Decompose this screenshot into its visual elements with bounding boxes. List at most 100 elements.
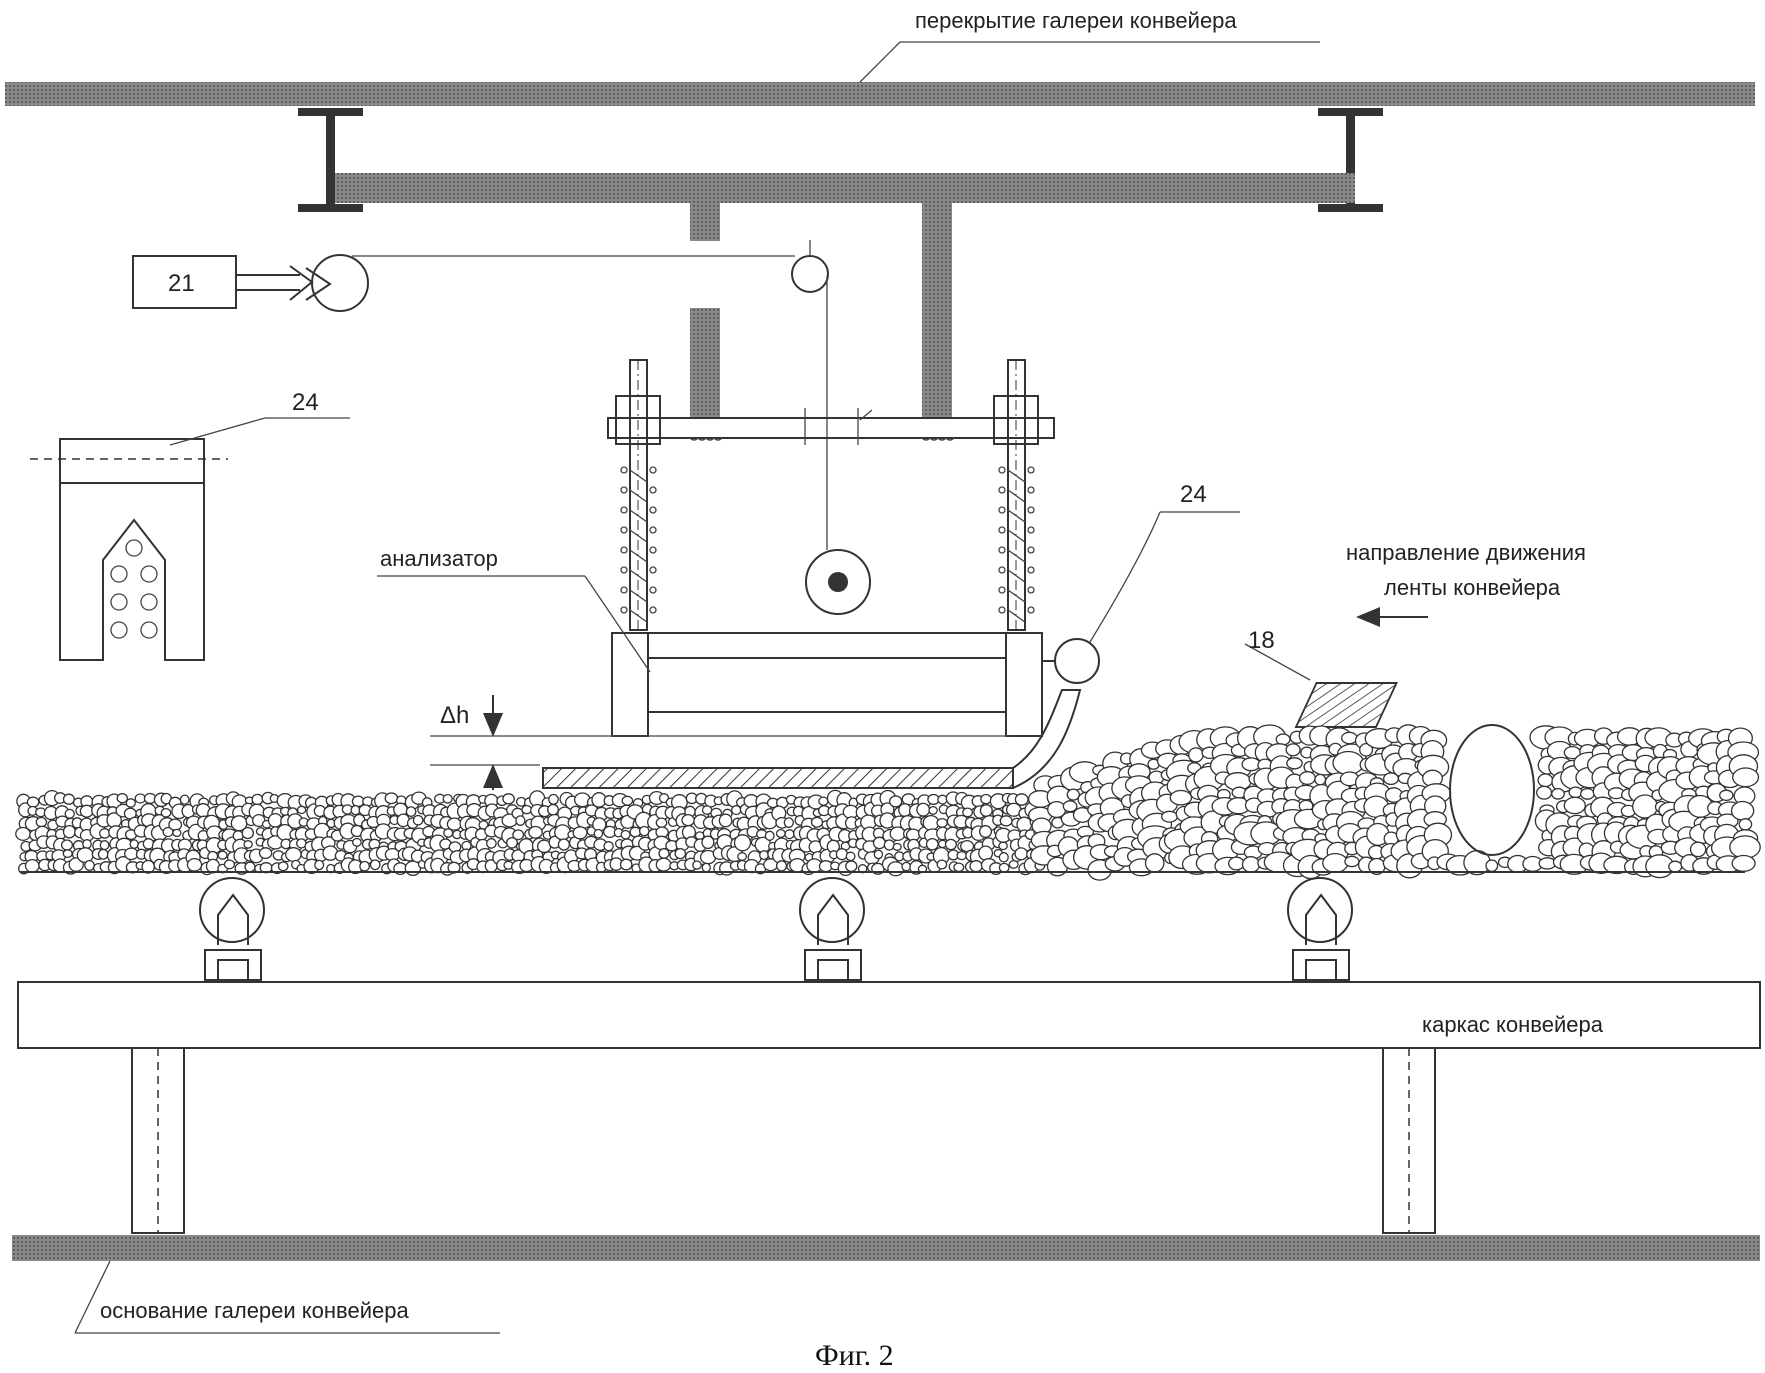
leg-left — [132, 1048, 184, 1233]
frame-label: каркас конвейера — [1422, 1012, 1604, 1037]
material-particle — [1732, 802, 1754, 821]
material-particle — [130, 840, 138, 848]
material-particle — [979, 846, 993, 860]
material-particle — [503, 794, 514, 804]
material-particle — [63, 850, 72, 858]
material-particle — [242, 828, 253, 839]
material-particle — [443, 795, 452, 803]
material-particle — [785, 830, 794, 839]
ceiling-leader — [860, 42, 900, 82]
material-particle — [1720, 790, 1733, 800]
material-particle — [1733, 768, 1759, 787]
material-particle — [1287, 758, 1302, 769]
material-particle — [812, 817, 823, 827]
material-particle — [100, 829, 110, 838]
material-particle — [406, 807, 415, 816]
material-particle — [385, 793, 397, 804]
material-particle — [555, 825, 571, 840]
material-particle — [963, 808, 973, 817]
large-lump — [1450, 725, 1534, 855]
material-particle — [622, 796, 632, 805]
idler-right — [1288, 878, 1352, 980]
material-particle — [735, 835, 751, 851]
material-particle — [1146, 854, 1164, 872]
material-particle — [937, 819, 947, 828]
material-particle — [573, 827, 587, 839]
guide-pulley — [792, 256, 828, 292]
material-particle — [675, 849, 685, 859]
material-particle — [1739, 819, 1751, 830]
material-particle — [1067, 789, 1079, 800]
item-18 — [1296, 683, 1397, 727]
material-particle — [244, 841, 252, 848]
idler-left — [200, 878, 264, 980]
material-particle — [83, 840, 91, 849]
material-particle — [1333, 752, 1364, 775]
material-particle — [1569, 787, 1582, 797]
material-particle — [64, 794, 75, 804]
material-particle — [980, 805, 992, 817]
material-particle — [371, 860, 380, 870]
material-particle — [1691, 842, 1706, 856]
material-particle — [1009, 861, 1018, 869]
material-particle — [682, 815, 694, 826]
material-particle — [126, 799, 135, 807]
material-particle — [169, 819, 182, 830]
drive-unit-number: 21 — [168, 270, 195, 297]
counterweight-center — [828, 572, 848, 592]
material-particle — [999, 853, 1008, 862]
material-particle — [487, 839, 496, 848]
material-particle — [1243, 857, 1260, 873]
material-particle — [719, 814, 731, 827]
material-particle — [1537, 786, 1552, 799]
material-particle — [846, 861, 857, 871]
post-upper-left — [690, 203, 720, 241]
material-particle — [1323, 854, 1348, 873]
winch-pulley — [312, 255, 368, 311]
material-particle — [173, 829, 181, 836]
material-particle — [836, 849, 847, 860]
material-particle — [693, 861, 701, 869]
material-particle — [26, 860, 40, 873]
material-particle — [117, 794, 127, 803]
material-particle — [1564, 797, 1585, 813]
material-particle — [938, 795, 947, 804]
material-particle — [621, 831, 630, 839]
material-particle — [353, 839, 362, 847]
material-particle — [207, 859, 220, 872]
material-particle — [981, 795, 991, 804]
material-particle — [245, 862, 255, 872]
direction-label-line1: направление движения — [1346, 540, 1586, 565]
material-particle — [890, 796, 902, 807]
material-particle — [558, 839, 569, 850]
material-particle — [1345, 856, 1359, 866]
gap-label: Δh — [440, 702, 469, 729]
material-particle — [286, 848, 301, 862]
material-particle — [522, 806, 531, 814]
material-particle — [218, 851, 227, 859]
material-particle — [1669, 861, 1682, 872]
ski-roller — [1055, 639, 1099, 683]
material-particle — [513, 830, 524, 840]
material-particle — [315, 860, 324, 869]
material-particle — [777, 861, 787, 871]
material-particle — [980, 826, 992, 838]
material-particle — [298, 806, 306, 813]
leg-right — [1383, 1048, 1435, 1233]
material-particle — [1732, 856, 1755, 872]
material-particle — [1229, 857, 1244, 870]
material-particle — [1581, 789, 1594, 800]
material-particle — [656, 818, 666, 827]
sampler-ref-left: 24 — [292, 389, 319, 416]
material-particle — [970, 861, 982, 872]
material-particle — [1286, 744, 1300, 756]
analyzer-label: анализатор — [380, 546, 498, 571]
material-particle — [819, 797, 828, 805]
material-particle — [888, 862, 904, 876]
material-particle — [929, 807, 937, 815]
sampler-detail — [30, 439, 228, 660]
material-particle — [269, 814, 282, 827]
material-particle — [1315, 774, 1326, 784]
material-particle — [604, 842, 613, 851]
